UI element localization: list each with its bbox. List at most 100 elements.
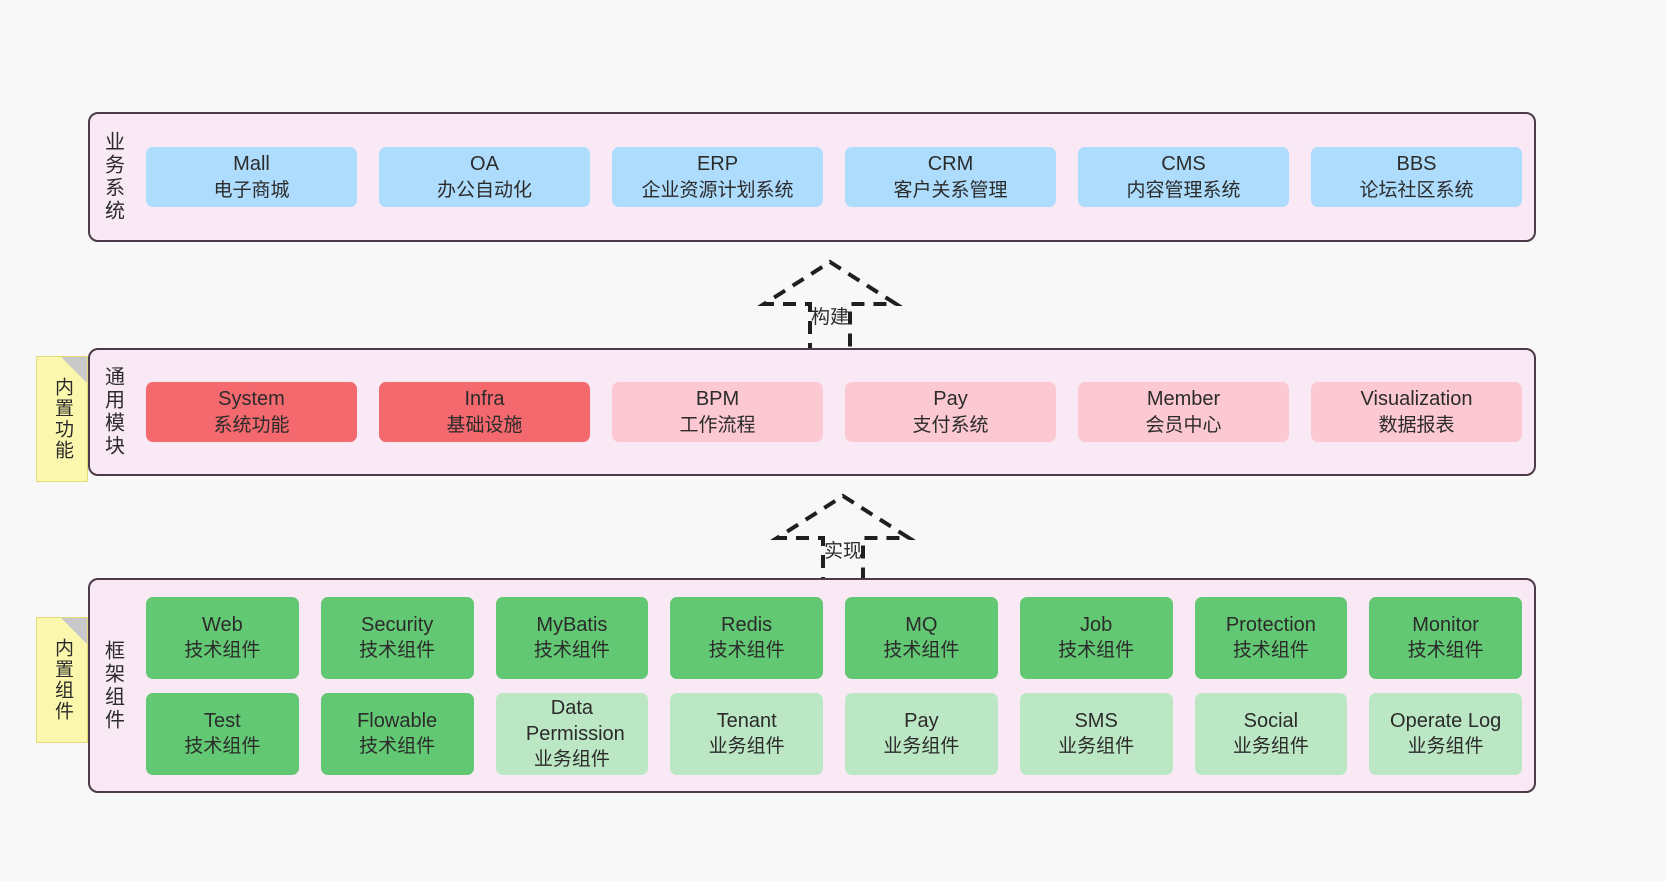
arrow-build-label: 构建 xyxy=(810,307,849,328)
layer-body-business-systems: Mall 电子商城 OA 办公自动化 ERP 企业资源计划系统 CRM 客户关系… xyxy=(134,114,1534,240)
node-crm[interactable]: CRM 客户关系管理 xyxy=(845,147,1056,207)
node-flowable[interactable]: Flowable 技术组件 xyxy=(320,692,474,775)
node-subtitle: 支付系统 xyxy=(912,414,989,436)
node-erp[interactable]: ERP 企业资源计划系统 xyxy=(612,147,823,207)
layer-title-framework-components: 框架组件 xyxy=(101,639,124,732)
node-test[interactable]: Test 技术组件 xyxy=(146,692,299,775)
node-job[interactable]: Job 技术组件 xyxy=(1019,596,1173,679)
node-subtitle: 技术组件 xyxy=(184,640,261,662)
note-builtin-features: 内置功能 xyxy=(36,356,88,482)
node-title: CMS xyxy=(1161,153,1206,176)
node-subtitle: 客户关系管理 xyxy=(893,179,1008,201)
node-mq[interactable]: MQ 技术组件 xyxy=(845,596,998,679)
node-subtitle: 基础设施 xyxy=(446,414,523,436)
node-protection[interactable]: Protection 技术组件 xyxy=(1194,596,1348,679)
layer-business-systems: 业务系统 Mall 电子商城 OA 办公自动化 ERP 企业资源计划系统 CRM… xyxy=(88,112,1536,242)
note-label: 内置组件 xyxy=(51,638,73,722)
node-subtitle: 业务组件 xyxy=(1232,736,1309,758)
node-member[interactable]: Member 会员中心 xyxy=(1078,382,1289,442)
node-title: Infra xyxy=(464,388,505,411)
arrow-build: 构建 xyxy=(750,258,910,358)
node-infra[interactable]: Infra 基础设施 xyxy=(379,382,590,442)
node-subtitle: 业务组件 xyxy=(1058,736,1135,758)
node-subtitle: 技术组件 xyxy=(1058,640,1135,662)
layer-title-business-systems: 业务系统 xyxy=(101,131,124,223)
node-subtitle: 技术组件 xyxy=(883,640,960,662)
layer-title-common-modules: 通用模块 xyxy=(101,366,124,458)
node-operate-log[interactable]: Operate Log 业务组件 xyxy=(1369,692,1522,775)
node-subtitle: 技术组件 xyxy=(184,736,261,758)
node-pay-component[interactable]: Pay 业务组件 xyxy=(845,692,998,775)
row-tech-components: Web 技术组件 Security 技术组件 MyBatis 技术组件 Redi… xyxy=(146,596,1522,679)
node-title: Pay xyxy=(904,709,939,732)
node-title: System xyxy=(218,388,285,411)
node-title: ERP xyxy=(696,153,739,176)
node-bbs[interactable]: BBS 论坛社区系统 xyxy=(1311,147,1522,207)
node-title: OA xyxy=(470,153,499,176)
node-title: Flowable xyxy=(357,709,438,732)
node-subtitle: 内容管理系统 xyxy=(1126,179,1241,201)
node-data-permission[interactable]: Data Permission 业务组件 xyxy=(495,692,649,775)
node-title: Protection xyxy=(1225,613,1316,636)
node-title: Job xyxy=(1080,613,1113,636)
node-system[interactable]: System 系统功能 xyxy=(146,382,357,442)
node-title: Social xyxy=(1243,709,1299,732)
node-subtitle: 电子商城 xyxy=(213,179,290,201)
node-title: Web xyxy=(201,613,243,636)
node-subtitle: 技术组件 xyxy=(1407,640,1484,662)
node-subtitle: 数据报表 xyxy=(1378,414,1455,436)
note-builtin-components: 内置组件 xyxy=(36,617,88,743)
node-cms[interactable]: CMS 内容管理系统 xyxy=(1078,147,1289,207)
node-mybatis[interactable]: MyBatis 技术组件 xyxy=(495,596,649,679)
node-sms[interactable]: SMS 业务组件 xyxy=(1019,692,1173,775)
node-oa[interactable]: OA 办公自动化 xyxy=(379,147,590,207)
node-subtitle: 技术组件 xyxy=(359,640,436,662)
node-mall[interactable]: Mall 电子商城 xyxy=(146,147,357,207)
layer-body-common-modules: System 系统功能 Infra 基础设施 BPM 工作流程 Pay 支付系统… xyxy=(134,350,1534,474)
node-subtitle: 企业资源计划系统 xyxy=(641,179,794,201)
node-title: SMS xyxy=(1074,709,1118,732)
node-title: Security xyxy=(361,613,434,636)
note-fold-icon xyxy=(61,618,87,644)
note-label: 内置功能 xyxy=(51,377,73,461)
node-title: Test xyxy=(204,709,241,732)
node-subtitle: 业务组件 xyxy=(708,736,785,758)
node-visualization[interactable]: Visualization 数据报表 xyxy=(1311,382,1522,442)
node-web[interactable]: Web 技术组件 xyxy=(146,596,299,679)
node-title: Monitor xyxy=(1412,613,1479,636)
node-title: Pay xyxy=(933,388,968,411)
arrow-build-icon xyxy=(757,259,903,356)
node-subtitle: 办公自动化 xyxy=(436,179,532,201)
node-title: Operate Log xyxy=(1390,709,1502,732)
node-subtitle: 业务组件 xyxy=(883,736,960,758)
node-bpm[interactable]: BPM 工作流程 xyxy=(612,382,823,442)
arrow-implement: 实现 xyxy=(763,492,923,592)
node-tenant[interactable]: Tenant 业务组件 xyxy=(670,692,823,775)
node-subtitle: 工作流程 xyxy=(679,414,756,436)
node-title: Visualization xyxy=(1360,388,1473,411)
node-title: Tenant xyxy=(716,709,777,732)
node-subtitle: 论坛社区系统 xyxy=(1359,179,1474,201)
node-subtitle: 业务组件 xyxy=(1407,736,1484,758)
node-security[interactable]: Security 技术组件 xyxy=(320,596,474,679)
layer-common-modules: 通用模块 System 系统功能 Infra 基础设施 BPM 工作流程 Pay… xyxy=(88,348,1536,476)
node-pay-module[interactable]: Pay 支付系统 xyxy=(845,382,1056,442)
node-title: BBS xyxy=(1396,153,1437,176)
node-subtitle: 会员中心 xyxy=(1145,414,1222,436)
arrow-implement-icon xyxy=(770,493,916,590)
node-social[interactable]: Social 业务组件 xyxy=(1194,692,1348,775)
node-redis[interactable]: Redis 技术组件 xyxy=(670,596,823,679)
node-title: Redis xyxy=(721,613,773,636)
row-common-modules: System 系统功能 Infra 基础设施 BPM 工作流程 Pay 支付系统… xyxy=(146,382,1522,442)
row-business-components: Test 技术组件 Flowable 技术组件 Data Permission … xyxy=(146,692,1522,775)
node-title: BPM xyxy=(695,388,740,411)
node-title: Mall xyxy=(233,153,270,176)
node-subtitle: 技术组件 xyxy=(1232,640,1309,662)
note-fold-icon xyxy=(61,357,87,383)
row-business-systems: Mall 电子商城 OA 办公自动化 ERP 企业资源计划系统 CRM 客户关系… xyxy=(146,147,1522,207)
node-title: CRM xyxy=(927,153,974,176)
node-title: MQ xyxy=(905,613,938,636)
node-monitor[interactable]: Monitor 技术组件 xyxy=(1369,596,1522,679)
node-subtitle: 业务组件 xyxy=(533,749,610,771)
